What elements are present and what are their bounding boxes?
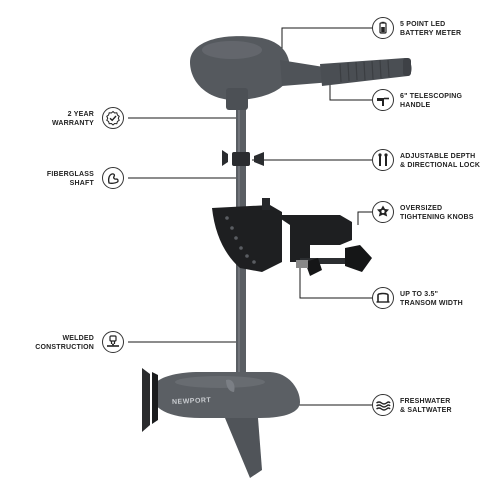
transom-clamp-icon — [372, 287, 394, 309]
flex-arm-icon — [102, 167, 124, 189]
telescoping-handle-icon — [372, 89, 394, 111]
tiller-grip — [320, 58, 412, 86]
welding-icon — [102, 331, 124, 353]
knob-icon — [372, 201, 394, 223]
c-clamp — [275, 215, 352, 262]
battery-icon — [372, 17, 394, 39]
skeg-fin — [225, 418, 262, 478]
warranty-check-icon — [102, 107, 124, 129]
depth-lock-icon — [372, 149, 394, 171]
feature-water-label: FRESHWATER& SALTWATER — [400, 398, 452, 414]
feature-transom-label: UP TO 3.5"TRANSOM WIDTH — [400, 291, 463, 307]
tightening-knob — [345, 245, 372, 272]
propeller — [152, 372, 158, 424]
tiller-arm — [280, 60, 332, 86]
transom-bracket — [212, 205, 282, 272]
water-waves-icon — [372, 394, 394, 416]
feature-depth-label: ADJUSTABLE DEPTH& DIRECTIONAL LOCK — [400, 153, 481, 169]
depth-collar — [232, 152, 250, 166]
